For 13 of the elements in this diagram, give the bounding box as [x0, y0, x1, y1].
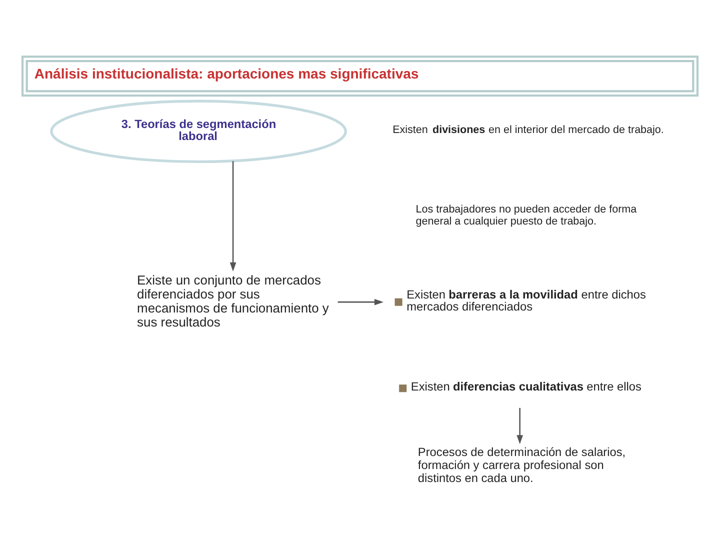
label: Existen divisiones en el interior del mercado de trabajo. [392, 124, 664, 136]
arrow [338, 298, 384, 305]
node-box [394, 298, 402, 306]
node-text: Existe un conjunto de mercados diferenciados por sus mecanismos de funcionamiento y sus resultados [137, 272, 329, 329]
node-text: Procesos de determinación de salarios, formación y carrera profesional son distintos en cada uno. [418, 444, 626, 484]
arrow [516, 407, 524, 444]
node-label: Existen barreras a la movilidad entre dichos mercados diferenciados [406, 287, 646, 313]
arrow [230, 160, 236, 271]
label: Los trabajadores no pueden acceder de forma general a cualquier puesto de trabajo. [416, 203, 637, 227]
node-label: Existen diferencias cualitativas entre ellos [410, 378, 642, 393]
node-box [399, 384, 407, 392]
diagram-title: Análisis institucionalista: aportaciones mas significativas [34, 65, 419, 82]
node-ellipse: 3. Teorías de segmentación laboral [50, 99, 347, 163]
